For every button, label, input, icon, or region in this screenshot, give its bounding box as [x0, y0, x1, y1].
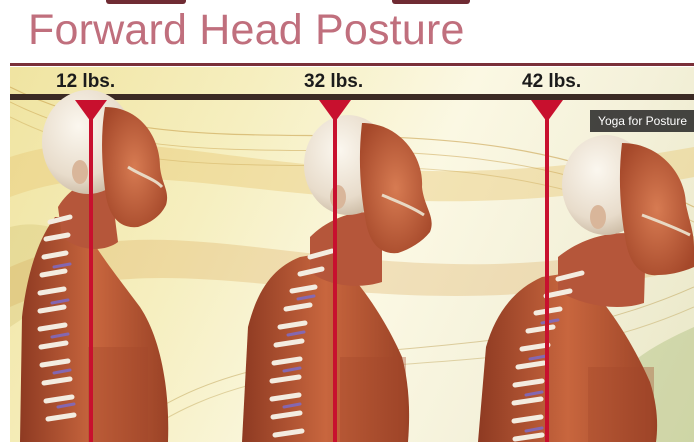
posture-illustration: 12 lbs. 32 lbs. 42 lbs. Yoga for Posture: [10, 67, 694, 442]
figure-2-face: [360, 123, 432, 253]
page-title: Forward Head Posture: [28, 4, 465, 56]
weight-label-12: 12 lbs.: [56, 71, 115, 93]
title-divider: [10, 63, 694, 66]
weight-label-42: 42 lbs.: [522, 71, 581, 93]
tooltip-yoga-for-posture: Yoga for Posture: [590, 110, 694, 132]
weight-label-32: 32 lbs.: [304, 71, 363, 93]
figure-1-face: [102, 107, 167, 227]
weight-marker-3: [531, 100, 563, 122]
